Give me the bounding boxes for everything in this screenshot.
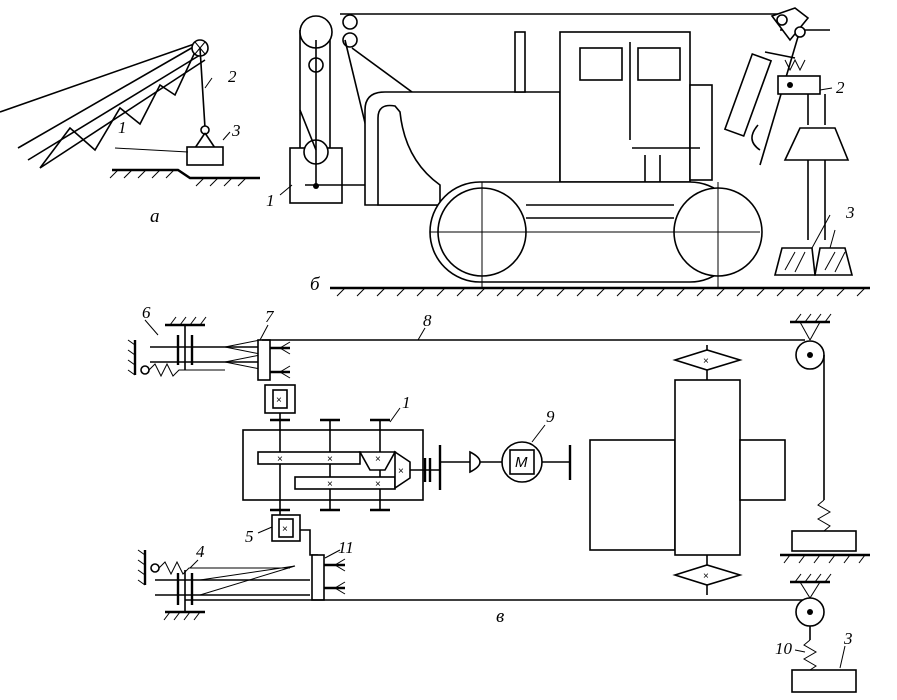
motor-symbol: M xyxy=(515,454,528,471)
svg-text:×: × xyxy=(282,524,288,535)
label-v-9: 9 xyxy=(546,407,555,426)
svg-text:×: × xyxy=(277,454,283,465)
svg-text:×: × xyxy=(398,466,404,477)
machine-block-left xyxy=(589,439,676,551)
svg-text:×: × xyxy=(703,571,709,582)
clutch-11 xyxy=(311,554,325,601)
svg-text:×: × xyxy=(375,479,381,490)
label-a-3: 3 xyxy=(231,121,241,140)
label-v-10: 10 xyxy=(775,639,793,658)
figure-v-kinematic: 6 7 8 × × × × × × × 1 xyxy=(127,303,870,693)
gearbox-1 xyxy=(242,429,424,501)
label-a-1: 1 xyxy=(118,118,127,137)
weight-3 xyxy=(791,669,857,693)
label-v-5: 5 xyxy=(245,527,254,546)
label-v-8: 8 xyxy=(423,311,432,330)
label-v-6: 6 xyxy=(142,303,151,322)
caption-a: а xyxy=(150,206,160,227)
machine-block-center xyxy=(674,379,741,556)
hydraulic-cylinder xyxy=(723,52,773,138)
caption-b: б xyxy=(310,274,321,295)
mast-slider xyxy=(777,75,821,95)
figure-b-machine: 1 2 3 б xyxy=(266,7,870,297)
label-v-11: 11 xyxy=(338,538,354,557)
svg-text:×: × xyxy=(327,479,333,490)
top-weight xyxy=(791,530,857,552)
label-v-1: 1 xyxy=(402,393,411,412)
caption-v: в xyxy=(496,606,504,627)
svg-text:×: × xyxy=(276,395,282,406)
label-b-3: 3 xyxy=(845,203,855,222)
label-v-4: 4 xyxy=(196,542,205,561)
machine-block-right xyxy=(739,439,786,501)
label-v-3: 3 xyxy=(843,629,853,648)
tamper-shoe-right xyxy=(814,247,854,276)
svg-text:×: × xyxy=(375,454,381,465)
tamper-bell xyxy=(783,127,850,161)
label-v-7: 7 xyxy=(265,307,275,326)
svg-text:×: × xyxy=(327,454,333,465)
label-b-1: 1 xyxy=(266,191,275,210)
clutch-7 xyxy=(257,339,271,381)
figure-a-crane: 2 1 3 а xyxy=(0,39,260,227)
label-b-2: 2 xyxy=(836,78,845,97)
label-a-2: 2 xyxy=(228,67,237,86)
crane-weight xyxy=(186,146,224,166)
svg-text:×: × xyxy=(703,356,709,367)
